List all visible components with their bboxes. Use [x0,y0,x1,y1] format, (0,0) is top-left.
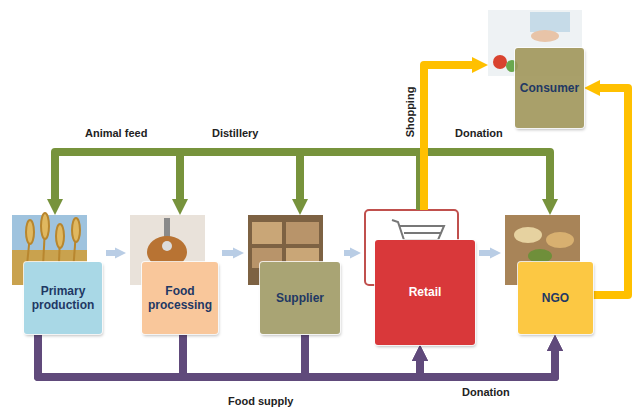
node-label: Retail [409,285,442,299]
flow-label: Shopping [403,87,417,138]
node-label: Supplier [276,291,324,305]
flow-label: Animal feed [85,126,147,140]
node-label: Food processing [146,284,214,313]
stage-box: Supplier [260,262,340,334]
stage-box: NGO [518,262,593,334]
flow-arrow [38,335,420,377]
flow-arrow [420,152,550,210]
stage-box: Food processing [142,262,218,334]
stage-box: Primary production [24,262,102,334]
flow-arrow [479,250,490,256]
flow-arrow [300,152,420,210]
flow-label: Donation [455,126,503,140]
node-label: Consumer [520,81,579,95]
node-label: Primary production [28,284,98,313]
stage-node: Supplier [248,215,340,335]
flow-arrow [593,88,628,295]
node-label: NGO [542,291,569,305]
flow-arrow [106,250,115,256]
flow-label: Donation [462,385,510,399]
stage-box: Retail [375,240,475,345]
flow-arrow [344,250,350,256]
stage-node: Primary production [12,215,102,335]
flow-arrow [38,335,555,377]
stage-box: Consumer [515,48,584,128]
flow-label: Distillery [212,126,258,140]
flow-arrow [55,152,420,210]
stage-node: Food processing [130,215,218,335]
stage-node: Retail [365,210,475,345]
flow-arrow [222,250,233,256]
flow-arrow [183,335,555,377]
flow-label: Food supply [228,394,293,408]
stage-node: NGO [505,215,593,335]
stage-node: Consumer [488,10,584,128]
flow-arrow [180,152,420,210]
